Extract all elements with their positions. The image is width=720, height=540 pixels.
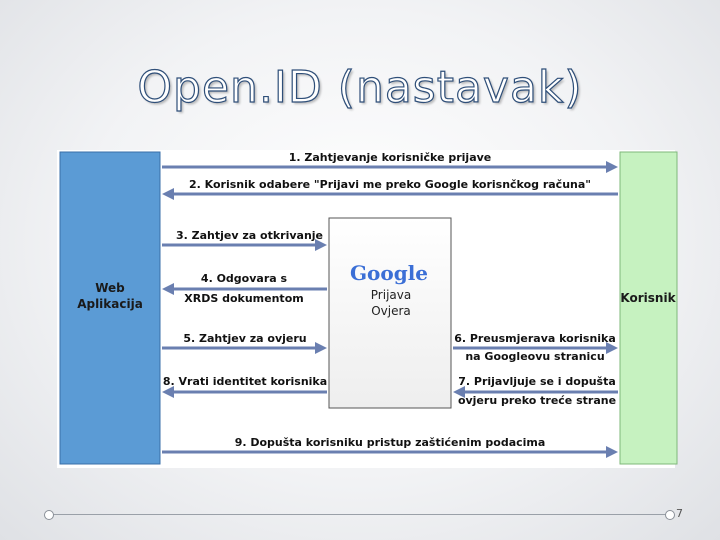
footer-left-dot — [44, 510, 54, 520]
step-9-label: 9. Dopušta korisniku pristup zaštićenim … — [235, 436, 546, 449]
arrowhead-step-3 — [315, 239, 327, 251]
step-2-label: 2. Korisnik odabere "Prijavi me preko Go… — [189, 178, 591, 191]
page-number: 7 — [676, 507, 683, 520]
step-5-label: 5. Zahtjev za ovjeru — [183, 332, 306, 345]
arrowhead-step-1 — [606, 161, 618, 173]
google-auth-box — [328, 217, 452, 409]
arrowhead-step-7 — [453, 386, 465, 398]
google-box-label-2: Ovjera — [371, 304, 411, 318]
step-4-label-1: 4. Odgovara s — [201, 272, 288, 285]
user-box — [619, 151, 678, 465]
user-label: Korisnik — [620, 291, 676, 305]
step-3-label: 3. Zahtjev za otkrivanje — [176, 229, 323, 242]
arrows — [162, 161, 618, 458]
step-1-label: 1. Zahtjevanje korisničke prijave — [289, 151, 492, 164]
step-7-label-1: 7. Prijavljuje se i dopušta — [458, 375, 616, 388]
step-7-label-2: ovjeru preko treće strane — [458, 394, 616, 407]
step-4-label-2: XRDS dokumentom — [184, 292, 303, 305]
arrowhead-step-8 — [162, 386, 174, 398]
arrowhead-step-9 — [606, 446, 618, 458]
arrowhead-step-2 — [162, 188, 174, 200]
step-6-label-1: 6. Preusmjerava korisnika — [454, 332, 616, 345]
web-application-label-2: Aplikacija — [77, 297, 143, 311]
google-box-label-1: Prijava — [371, 288, 411, 302]
arrowhead-step-6 — [606, 342, 618, 354]
step-6-label-2: na Googleovu stranicu — [465, 350, 604, 363]
step-8-label: 8. Vrati identitet korisnika — [163, 375, 327, 388]
web-application-label-1: Web — [95, 281, 125, 295]
web-application-box — [59, 151, 161, 465]
google-logo: Google — [350, 261, 428, 285]
arrowhead-step-4 — [162, 283, 174, 295]
arrowhead-step-5 — [315, 342, 327, 354]
footer-divider — [48, 514, 670, 515]
slide-title: Open.ID (nastavak) — [137, 61, 583, 113]
footer-right-dot — [665, 510, 675, 520]
